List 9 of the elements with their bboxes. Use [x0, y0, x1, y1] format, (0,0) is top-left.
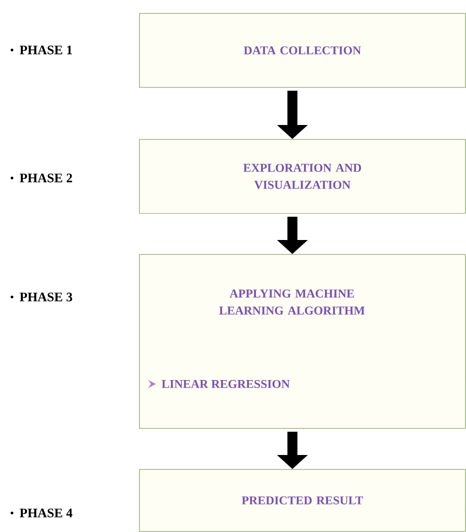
phase-label: PHASE 2	[20, 174, 72, 182]
bullet-item: LINEAR REGRESSION	[162, 380, 290, 388]
phase-label: PHASE 1	[20, 46, 72, 54]
process-box: DATA COLLECTION	[139, 13, 466, 88]
phase-label: PHASE 4	[20, 508, 72, 518]
process-box: PREDICTED RESULT	[139, 469, 466, 532]
process-box: EXPLORATION AND VISUALIZATION	[139, 139, 466, 214]
phase-label: PHASE 3	[20, 292, 72, 302]
box-heading: APPLYING MACHINE LEARNING ALGORITHM	[219, 290, 365, 315]
